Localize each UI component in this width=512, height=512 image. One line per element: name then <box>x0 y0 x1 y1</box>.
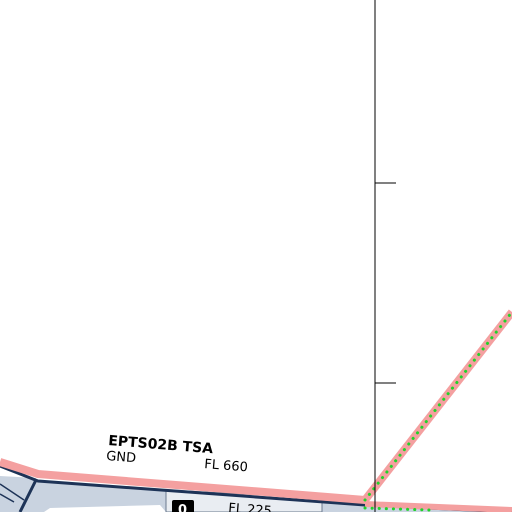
sector-badge <box>172 500 194 512</box>
sector-panel <box>44 505 166 512</box>
airspace-upper-limit: FL 660 <box>204 457 249 475</box>
sector-inner-thin <box>0 483 25 503</box>
green-dotted-border <box>363 310 512 502</box>
sector-inner-boundary <box>18 479 38 512</box>
tsa-boundary-lower <box>364 501 512 512</box>
tsa-boundary <box>0 309 512 504</box>
sector-level-label: FL 225 <box>228 501 273 512</box>
sector-badge-label: 0 <box>178 503 187 512</box>
airspace-lower-limit: GND <box>106 449 137 466</box>
sector-inner-band <box>0 476 36 512</box>
